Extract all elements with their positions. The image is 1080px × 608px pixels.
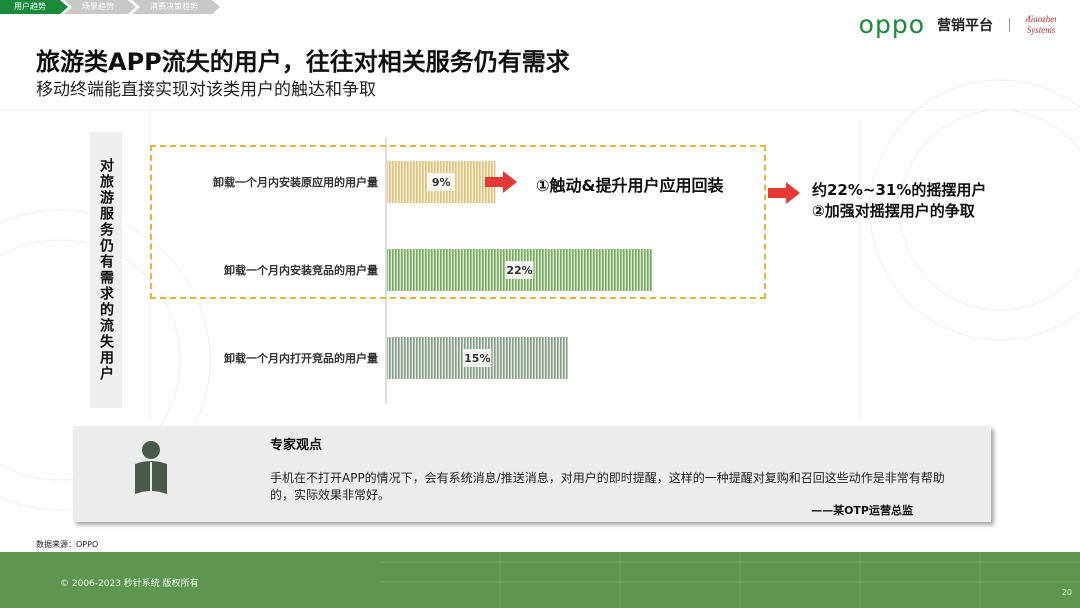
data-label-background	[463, 349, 492, 367]
callout-swing-users: 约22%~31%的摇摆用户 ②加强对摇摆用户的争取	[812, 180, 986, 222]
data-label-background	[427, 173, 456, 191]
expert-quote: 手机在不打开APP的情况下，会有系统消息/推送消息，对用户的即时提醒，这样的一种…	[270, 471, 945, 502]
vertical-label-text: 对旅游服务仍有需求的流失用户	[98, 158, 114, 382]
header-logos: oppo 营销平台 Miaozhen Systems	[859, 10, 1056, 39]
page-number: 20	[1061, 588, 1072, 597]
category-label: 卸载一个月内安装原应用的用户量	[213, 175, 378, 189]
category-label: 卸载一个月内安装竞品的用户量	[224, 263, 378, 277]
page-subtitle: 移动终端能直接实现对该类用户的触达和争取	[36, 80, 376, 100]
vertical-category-label: 对旅游服务仍有需求的流失用户	[90, 132, 122, 408]
category-label: 卸载一个月内打开竞品的用户量	[224, 351, 378, 365]
callout-swing-line2: ②加强对摇摆用户的争取	[812, 202, 975, 220]
svg-text:Systems: Systems	[1027, 25, 1056, 35]
tab-user-trend[interactable]: 用户趋势	[0, 0, 68, 14]
data-label: 9%	[432, 176, 451, 189]
copyright-text: © 2006-2023 秒针系统 版权所有	[60, 579, 199, 589]
tab-consumption-trend[interactable]: 消费决策趋势	[132, 0, 220, 14]
expert-title: 专家观点	[270, 438, 323, 453]
tab-scene-trend[interactable]: 场景趋势	[64, 0, 136, 14]
expert-opinion-box: 专家观点 手机在不打开APP的情况下，会有系统消息/推送消息，对用户的即时提醒，…	[73, 426, 991, 522]
header-divider	[1009, 17, 1010, 32]
arrow-right-icon	[485, 171, 517, 193]
reader-person-icon	[135, 441, 167, 494]
oppo-logo: oppo	[858, 10, 925, 39]
callout-reinstall: ①触动&提升用户应用回装	[536, 176, 724, 195]
miaozhen-logo: Miaozhen Systems	[1026, 14, 1056, 35]
expert-signature: ——某OTP运营总监	[811, 504, 913, 517]
data-label: 22%	[506, 264, 532, 277]
footer-bar: © 2006-2023 秒针系统 版权所有 20	[0, 552, 1080, 608]
footer-decoration	[380, 552, 1080, 608]
section-tabs: 用户趋势 场景趋势 消费决策趋势	[0, 0, 216, 16]
highlight-dashed-box	[150, 145, 766, 299]
platform-label: 营销平台	[937, 17, 993, 34]
callout-swing-line1: 约22%~31%的摇摆用户	[812, 181, 987, 199]
data-source: 数据来源：OPPO	[36, 540, 99, 549]
data-label: 15%	[464, 352, 490, 365]
bar-chart: 卸载一个月内安装原应用的用户量 9% 卸载一个月内安装竞品的用户量 22% 卸载一个月内…	[213, 137, 652, 404]
svg-text:Miaozhen: Miaozhen	[1026, 14, 1056, 24]
page-title: 旅游类APP流失的用户，往往对相关服务仍有需求	[36, 48, 570, 76]
data-label-background	[505, 261, 534, 279]
arrow-right-icon	[768, 182, 800, 204]
